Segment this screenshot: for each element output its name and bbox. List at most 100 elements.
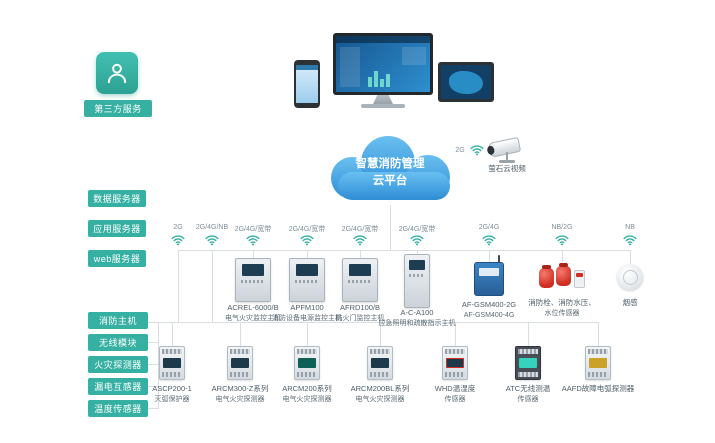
connector-line bbox=[212, 250, 213, 322]
device-name: ASCP200-1 bbox=[152, 384, 192, 393]
camera-mount bbox=[506, 152, 508, 161]
connector-line bbox=[489, 250, 490, 262]
wifi-icon bbox=[246, 234, 260, 246]
terminal-strip bbox=[162, 372, 182, 377]
device-screen bbox=[298, 358, 316, 368]
device-smoke-detector bbox=[617, 264, 643, 290]
device-screen bbox=[446, 358, 464, 368]
connector-line bbox=[158, 322, 159, 409]
device-label: AF-GSM400-2G AF-GSM400-4G bbox=[462, 300, 516, 320]
cloud-icon bbox=[331, 136, 450, 200]
device-name: ARCM300-Z系列 bbox=[211, 384, 269, 393]
third-party-service-icon bbox=[96, 52, 138, 94]
device-arcm200 bbox=[294, 346, 320, 380]
device-desc: 水位传感器 bbox=[544, 309, 580, 317]
device-label: ATC无线测温 传感器 bbox=[506, 384, 550, 404]
device-whd bbox=[442, 346, 468, 380]
device-label: AAFD故障电弧探测器 bbox=[562, 384, 635, 395]
camera-mount-base bbox=[499, 160, 515, 163]
wifi-icon bbox=[470, 144, 484, 156]
connector-line bbox=[148, 408, 158, 409]
terminal-strip bbox=[370, 372, 390, 377]
dashboard-bar bbox=[386, 74, 390, 87]
device-arcm300z bbox=[227, 346, 253, 380]
device-atc bbox=[515, 346, 541, 380]
device-desc: 传感器 bbox=[444, 395, 466, 403]
wifi-icon bbox=[623, 234, 637, 246]
terminal-strip bbox=[370, 349, 390, 354]
device-name: ARCM200系列 bbox=[282, 384, 332, 393]
device-hydrant-sensors bbox=[539, 263, 585, 290]
terminal-strip bbox=[230, 372, 250, 377]
device-arcm200bl bbox=[367, 346, 393, 380]
dashboard-panel-right bbox=[402, 47, 426, 65]
device-buttons bbox=[241, 280, 265, 283]
connector-line bbox=[598, 322, 599, 346]
device-name: ACREL-6000/B bbox=[227, 303, 279, 312]
terminal-strip bbox=[297, 349, 317, 354]
wifi-icon bbox=[353, 234, 367, 246]
badge-fire-detector: 火灾探测器 bbox=[88, 356, 148, 373]
device-name: ARCM200BL系列 bbox=[350, 384, 410, 393]
phone-device bbox=[294, 60, 320, 108]
connection-label: NB bbox=[625, 224, 635, 231]
wifi-icon bbox=[482, 234, 496, 246]
monitor-device bbox=[333, 33, 433, 95]
connection-label: 2G/4G/宽带 bbox=[341, 226, 379, 233]
connector-line bbox=[148, 342, 158, 343]
device-screen bbox=[242, 264, 264, 276]
device-screen bbox=[349, 264, 371, 276]
connection-label: NB/2G bbox=[551, 224, 573, 231]
connection-label: 2G/4G/NB bbox=[195, 224, 229, 231]
device-name: WHD温湿度 bbox=[434, 384, 476, 393]
wifi-icon bbox=[171, 234, 185, 246]
device-desc: 应急照明和疏散指示主机 bbox=[378, 319, 456, 327]
terminal-strip bbox=[162, 349, 182, 354]
device-label: ARCM300-Z系列 电气火灾探测器 bbox=[212, 384, 269, 404]
device-screen bbox=[296, 264, 318, 276]
wifi-icon bbox=[555, 234, 569, 246]
connector-line bbox=[148, 322, 598, 323]
device-label: AFRD100/B 防火门监控主机 bbox=[336, 303, 385, 323]
device-af-gsm400 bbox=[474, 255, 504, 296]
terminal-strip bbox=[445, 372, 465, 377]
device-name: APFM100 bbox=[290, 303, 324, 312]
device-acrel6000 bbox=[235, 258, 271, 302]
device-desc: 防火门监控主机 bbox=[335, 314, 385, 322]
device-aca100 bbox=[404, 254, 430, 308]
device-buttons bbox=[295, 280, 319, 283]
device-label: WHD温湿度 传感器 bbox=[435, 384, 475, 404]
connection-label: 2G/4G/宽带 bbox=[234, 226, 272, 233]
connection-label: 2G/4G bbox=[478, 224, 500, 231]
device-desc: AF-GSM400-4G bbox=[463, 311, 515, 319]
connector-line bbox=[253, 250, 254, 258]
wifi-icon bbox=[300, 234, 314, 246]
device-label: APFM100 消防设备电源监控主机 bbox=[272, 303, 342, 323]
hydrant-icon bbox=[556, 263, 571, 286]
camera-icon bbox=[486, 136, 522, 159]
connector-line bbox=[307, 322, 308, 346]
badge-wireless-module: 无线模块 bbox=[88, 334, 148, 351]
connector-line bbox=[562, 250, 563, 262]
badge-app-server: 应用服务器 bbox=[88, 220, 146, 237]
badge-web-server: web服务器 bbox=[88, 250, 146, 267]
third-party-service-badge: 第三方服务 bbox=[84, 100, 152, 117]
device-label: ARCM200BL系列 电气火灾探测器 bbox=[351, 384, 410, 404]
device-screen bbox=[589, 358, 607, 368]
dashboard-bar bbox=[368, 77, 372, 87]
terminal-strip bbox=[588, 349, 608, 354]
dashboard-bar bbox=[374, 71, 378, 87]
terminal-strip bbox=[445, 349, 465, 354]
device-buttons bbox=[408, 274, 426, 277]
connector-line bbox=[148, 364, 158, 365]
connection-label: 2G/4G/宽带 bbox=[288, 226, 326, 233]
tablet-device bbox=[438, 62, 494, 102]
device-screen bbox=[371, 358, 389, 368]
device-label: A-C-A100 应急照明和疏散指示主机 bbox=[379, 308, 456, 328]
device-ascp200 bbox=[159, 346, 185, 380]
device-screen bbox=[409, 260, 425, 270]
cloud-title: 智慧消防管理 云平台 bbox=[310, 156, 470, 191]
cloud-title-line2: 云平台 bbox=[372, 175, 408, 188]
cloud-title-line1: 智慧消防管理 bbox=[355, 158, 425, 170]
